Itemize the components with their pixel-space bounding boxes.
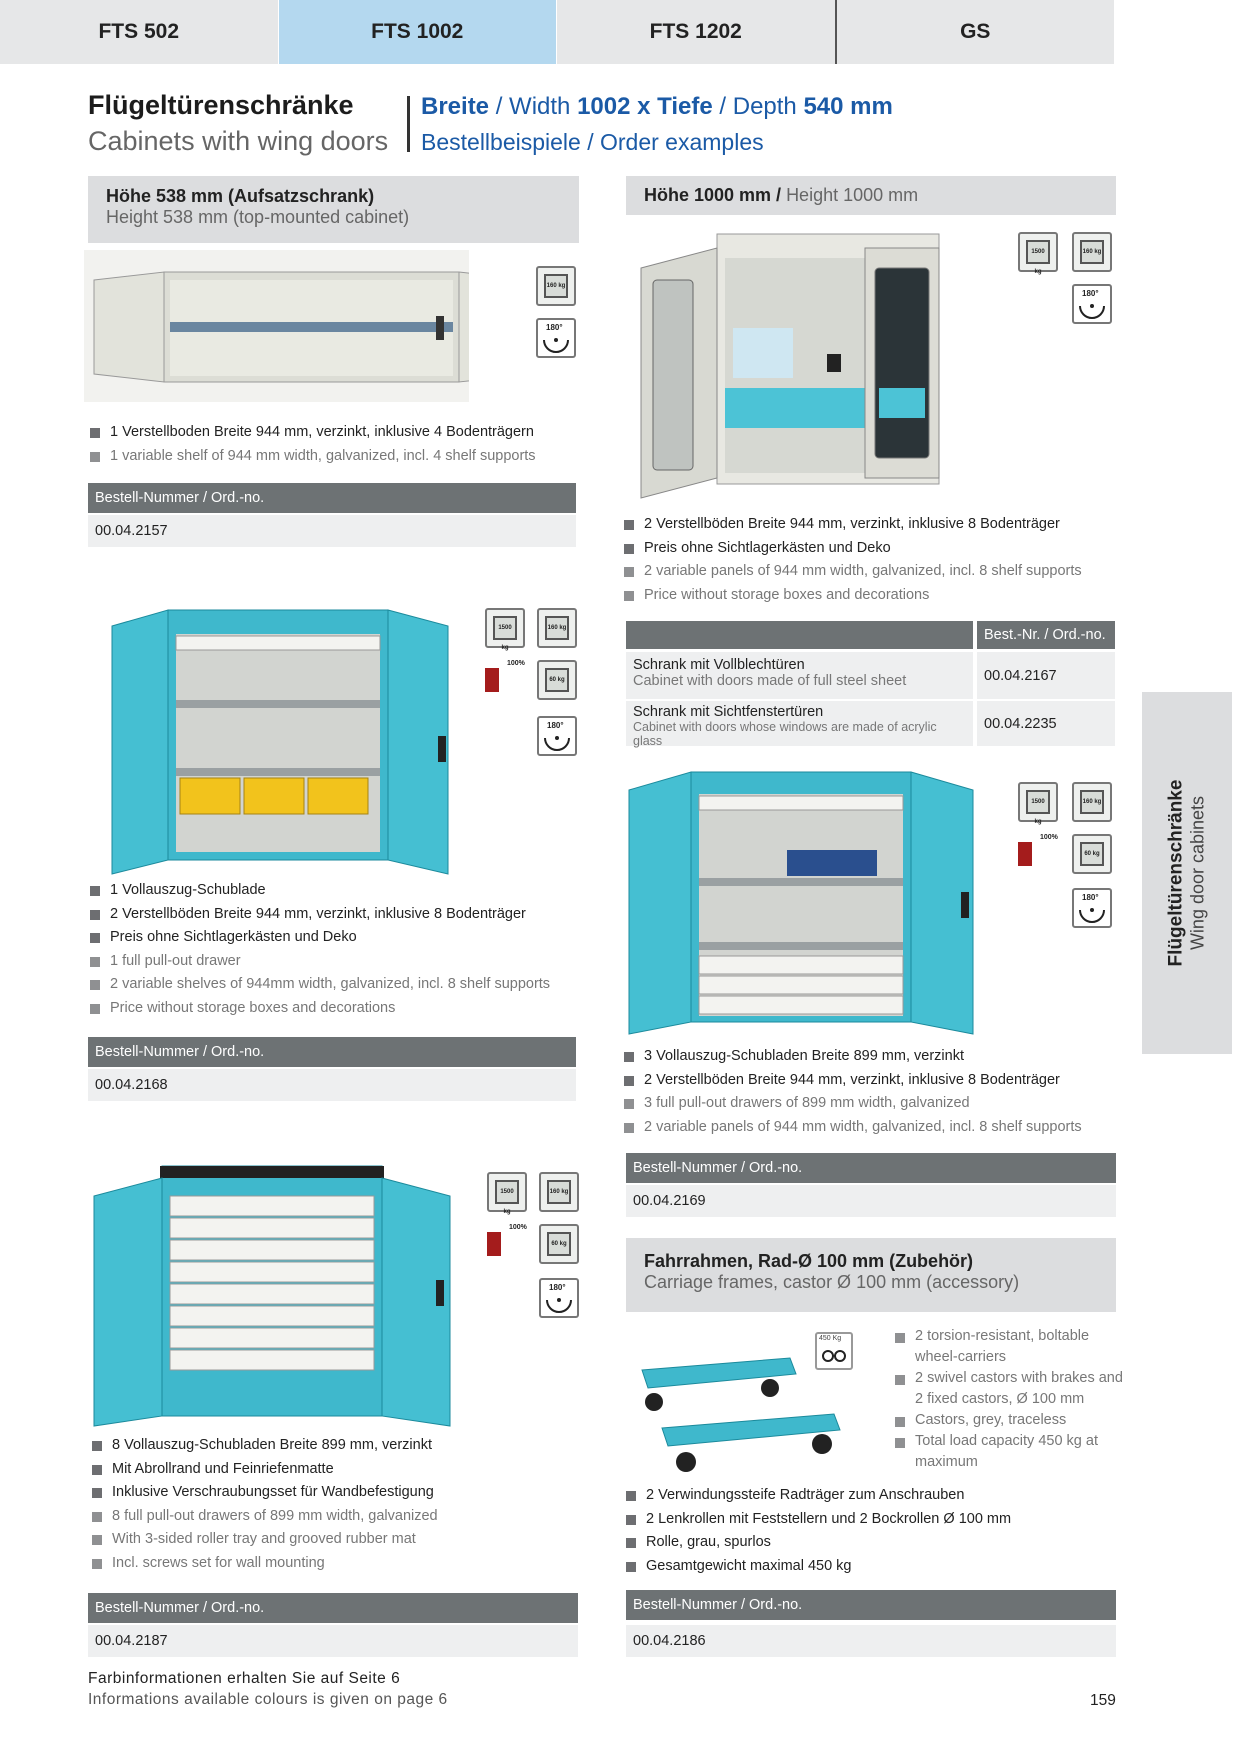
order-number-header: Bestell-Nummer / Ord.-no. <box>626 1153 1116 1183</box>
order-number-2187: 00.04.2187 <box>88 1625 578 1657</box>
load-160-icon: 160 kg <box>1072 782 1112 822</box>
tab-fts-502[interactable]: FTS 502 <box>0 0 279 64</box>
tab-fts-1202[interactable]: FTS 1202 <box>557 0 837 64</box>
pull-out-100-icon: 100% <box>487 1224 527 1264</box>
product-image-glass-doors <box>637 228 947 503</box>
load-1500-icon: 1500 kg <box>1018 782 1058 825</box>
pull-out-100-icon: 100% <box>1018 834 1058 874</box>
title-divider <box>407 96 410 152</box>
carriage-bullets-de: 2 Verwindungssteife Radträger zum Anschr… <box>624 1484 1124 1578</box>
footer-note-en: Informations available colours is given … <box>88 1691 448 1708</box>
bullets-2157: 1 Verstellboden Breite 944 mm, verzinkt,… <box>88 421 588 468</box>
order-number-header: Bestell-Nummer / Ord.-no. <box>88 1037 576 1067</box>
order-number-header: Bestell-Nummer / Ord.-no. <box>626 1590 1116 1620</box>
rotation-180-icon: 180° <box>537 716 577 756</box>
load-1500-icon: 1500 kg <box>487 1172 527 1215</box>
rotation-180-icon: 180° <box>1072 888 1112 928</box>
pull-out-100-icon: 100% <box>485 660 525 700</box>
product-image-2168 <box>88 596 483 876</box>
bullets-2168: 1 Vollauszug-Schublade 2 Verstellböden B… <box>88 879 598 1020</box>
carriage-bullets-en: 2 torsion-resistant, boltable wheel-carr… <box>893 1326 1123 1473</box>
page-number: 159 <box>1090 1692 1116 1709</box>
section-carriage: Fahrrahmen, Rad-Ø 100 mm (Zubehör) Carri… <box>626 1238 1116 1312</box>
table-header-order-no: Best.-Nr. / Ord.-no. <box>977 621 1115 649</box>
rotation-180-icon: 180° <box>539 1278 579 1318</box>
dimensions-heading: Breite / Width 1002 x Tiefe / Depth 540 … <box>421 93 893 120</box>
page-subtitle: Cabinets with wing doors <box>88 126 389 156</box>
load-60-icon: 60 kg <box>1072 834 1112 874</box>
order-number-header: Bestell-Nummer / Ord.-no. <box>88 1593 578 1623</box>
load-1500-icon: 1500 kg <box>1018 232 1058 275</box>
bullets-height-1000: 2 Verstellböden Breite 944 mm, verzinkt,… <box>622 513 1122 607</box>
product-image-2169 <box>611 762 1001 1038</box>
order-examples-heading: Bestellbeispiele / Order examples <box>421 129 764 155</box>
load-60-icon: 60 kg <box>539 1224 579 1264</box>
load-160-icon: 160 kg <box>539 1172 579 1212</box>
load-160-icon: 160 kg <box>537 608 577 648</box>
side-tab: Flügeltürenschränke Wing door cabinets <box>1142 692 1232 1054</box>
rotation-180-icon: 180° <box>1072 284 1112 324</box>
order-number-2169: 00.04.2169 <box>626 1185 1116 1217</box>
rotation-180-icon: 180° <box>536 318 576 358</box>
order-number-header: Bestell-Nummer / Ord.-no. <box>88 483 576 513</box>
order-number-2157: 00.04.2157 <box>88 515 576 547</box>
order-number-2167: 00.04.2167 <box>977 652 1115 699</box>
table-header-blank <box>626 621 973 649</box>
table-row: Schrank mit Sichtfenstertüren Cabinet wi… <box>626 701 973 748</box>
load-160-icon: 160 kg <box>1072 232 1112 272</box>
order-number-2235: 00.04.2235 <box>977 701 1115 746</box>
page-title: Flügeltürenschränke <box>88 90 354 120</box>
product-image-2157 <box>84 250 469 402</box>
load-160-icon: 160 kg <box>536 266 576 306</box>
product-image-2187 <box>72 1156 467 1428</box>
section-height-538: Höhe 538 mm (Aufsatzschrank) Height 538 … <box>88 176 579 243</box>
tab-fts-1002[interactable]: FTS 1002 <box>278 0 557 64</box>
order-number-2186: 00.04.2186 <box>626 1625 1116 1657</box>
section-height-1000: Höhe 1000 mm / Height 1000 mm <box>626 176 1116 215</box>
load-60-icon: 60 kg <box>537 660 577 700</box>
series-tabs: FTS 502 FTS 1002 FTS 1202 GS <box>0 0 1115 64</box>
order-number-2168: 00.04.2168 <box>88 1069 576 1101</box>
tab-gs[interactable]: GS <box>836 0 1115 64</box>
table-row: Schrank mit Vollblechtüren Cabinet with … <box>626 652 973 699</box>
bullets-2187: 8 Vollauszug-Schubladen Breite 899 mm, v… <box>90 1434 590 1575</box>
load-450-icon: 450 Kg <box>815 1332 853 1370</box>
footer-note-de: Farbinformationen erhalten Sie auf Seite… <box>88 1670 401 1687</box>
load-1500-icon: 1500 kg <box>485 608 525 651</box>
bullets-2169: 3 Vollauszug-Schubladen Breite 899 mm, v… <box>622 1045 1122 1139</box>
